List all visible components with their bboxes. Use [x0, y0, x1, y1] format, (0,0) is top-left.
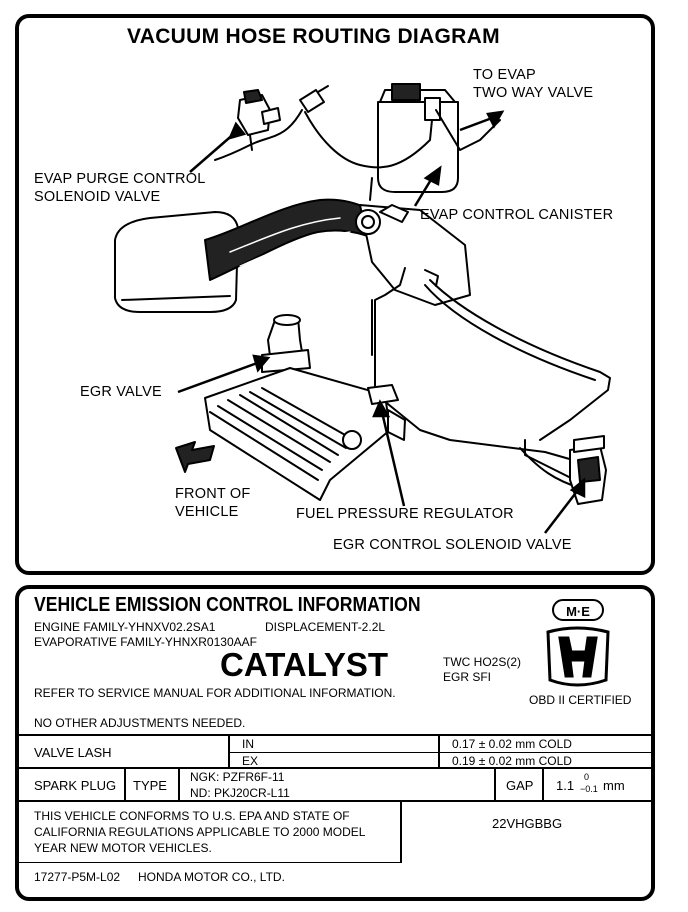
obd-certified: OBD II CERTIFIED [529, 693, 632, 707]
diagram-title: VACUUM HOSE ROUTING DIAGRAM [127, 25, 500, 48]
valve-lash-ex-label: EX [242, 754, 259, 768]
emission-title: VEHICLE EMISSION CONTROL INFORMATION [34, 594, 421, 616]
fuel-regulator-label: FUEL PRESSURE REGULATOR [296, 506, 514, 522]
egr-solenoid-label: EGR CONTROL SOLENOID VALVE [333, 537, 572, 553]
test-group-code: 22VHGBBG [492, 816, 563, 831]
table-divider [17, 767, 653, 769]
intake-plenum-shape [355, 204, 471, 306]
valve-lash-in-value: 0.17 ± 0.02 mm COLD [452, 737, 572, 751]
egr-valve-shape [261, 314, 311, 373]
displacement: DISPLACEMENT-2.2L [265, 620, 386, 634]
front-of-vehicle-label-line1: FRONT OF [175, 486, 251, 502]
front-arrow-shape [175, 441, 215, 473]
manufacturer: HONDA MOTOR CO., LTD. [138, 870, 285, 884]
spark-plug-ngk: NGK: PZFR6F-11 [190, 770, 285, 784]
to-evap-label-line2: TWO WAY VALVE [473, 85, 594, 101]
table-divider [542, 768, 544, 801]
table-divider [17, 734, 653, 736]
table-divider [124, 768, 126, 801]
to-evap-label-line1: TO EVAP [473, 67, 536, 83]
conformance-line1: THIS VEHICLE CONFORMS TO U.S. EPA AND ST… [34, 809, 350, 823]
table-divider [17, 862, 402, 863]
no-other-adjustments: NO OTHER ADJUSTMENTS NEEDED. [34, 716, 246, 730]
egr-sfi-label: EGR SFI [443, 670, 492, 684]
valve-lash-ex-value: 0.19 ± 0.02 mm COLD [452, 754, 572, 768]
evap-canister-label: EVAP CONTROL CANISTER [420, 207, 614, 223]
purge-solenoid-label-line2: SOLENOID VALVE [34, 189, 161, 205]
catalyst-label: CATALYST [220, 646, 389, 683]
egr-valve-label: EGR VALVE [80, 384, 162, 400]
gap-value: 1.1 [556, 778, 575, 793]
table-divider [494, 768, 496, 801]
me-badge: M·E [552, 599, 604, 621]
conformance-line3: YEAR NEW MOTOR VEHICLES. [34, 841, 212, 855]
purge-solenoid-label-line1: EVAP PURGE CONTROL [34, 171, 206, 187]
table-divider [17, 800, 653, 802]
gap-tolerance-lower: −0.1 [580, 784, 598, 794]
table-divider [438, 735, 440, 768]
air-cleaner-shape [114, 211, 239, 313]
purge-solenoid-shape [237, 89, 281, 151]
valve-lash-label: VALVE LASH [34, 745, 112, 760]
gap-label: GAP [506, 778, 534, 793]
table-divider [228, 735, 230, 768]
conformance-line2: CALIFORNIA REGULATIONS APPLICABLE TO 200… [34, 825, 366, 839]
valve-cover-shape [204, 367, 406, 501]
part-number: 17277-P5M-L02 [34, 870, 121, 884]
type-label: TYPE [133, 778, 167, 793]
engine-family: ENGINE FAMILY-YHNXV02.2SA1 [34, 620, 216, 634]
fuel-regulator-shape [367, 384, 399, 405]
twc-label: TWC HO2S(2) [443, 655, 521, 669]
gap-tolerance-upper: 0 [584, 772, 590, 782]
valve-lash-in-label: IN [242, 737, 254, 751]
front-of-vehicle-label-line2: VEHICLE [175, 504, 239, 520]
table-divider [178, 768, 180, 801]
table-divider [228, 752, 653, 753]
gap-unit: mm [603, 778, 625, 793]
spark-plug-nd: ND: PKJ20CR-L11 [190, 786, 290, 800]
inline-filter-shape [299, 85, 329, 113]
refer-service-manual: REFER TO SERVICE MANUAL FOR ADDITIONAL I… [34, 686, 396, 700]
evap-family: EVAPORATIVE FAMILY-YHNXR0130AAF [34, 635, 257, 649]
spark-plug-label: SPARK PLUG [34, 778, 117, 793]
table-divider [400, 801, 402, 863]
